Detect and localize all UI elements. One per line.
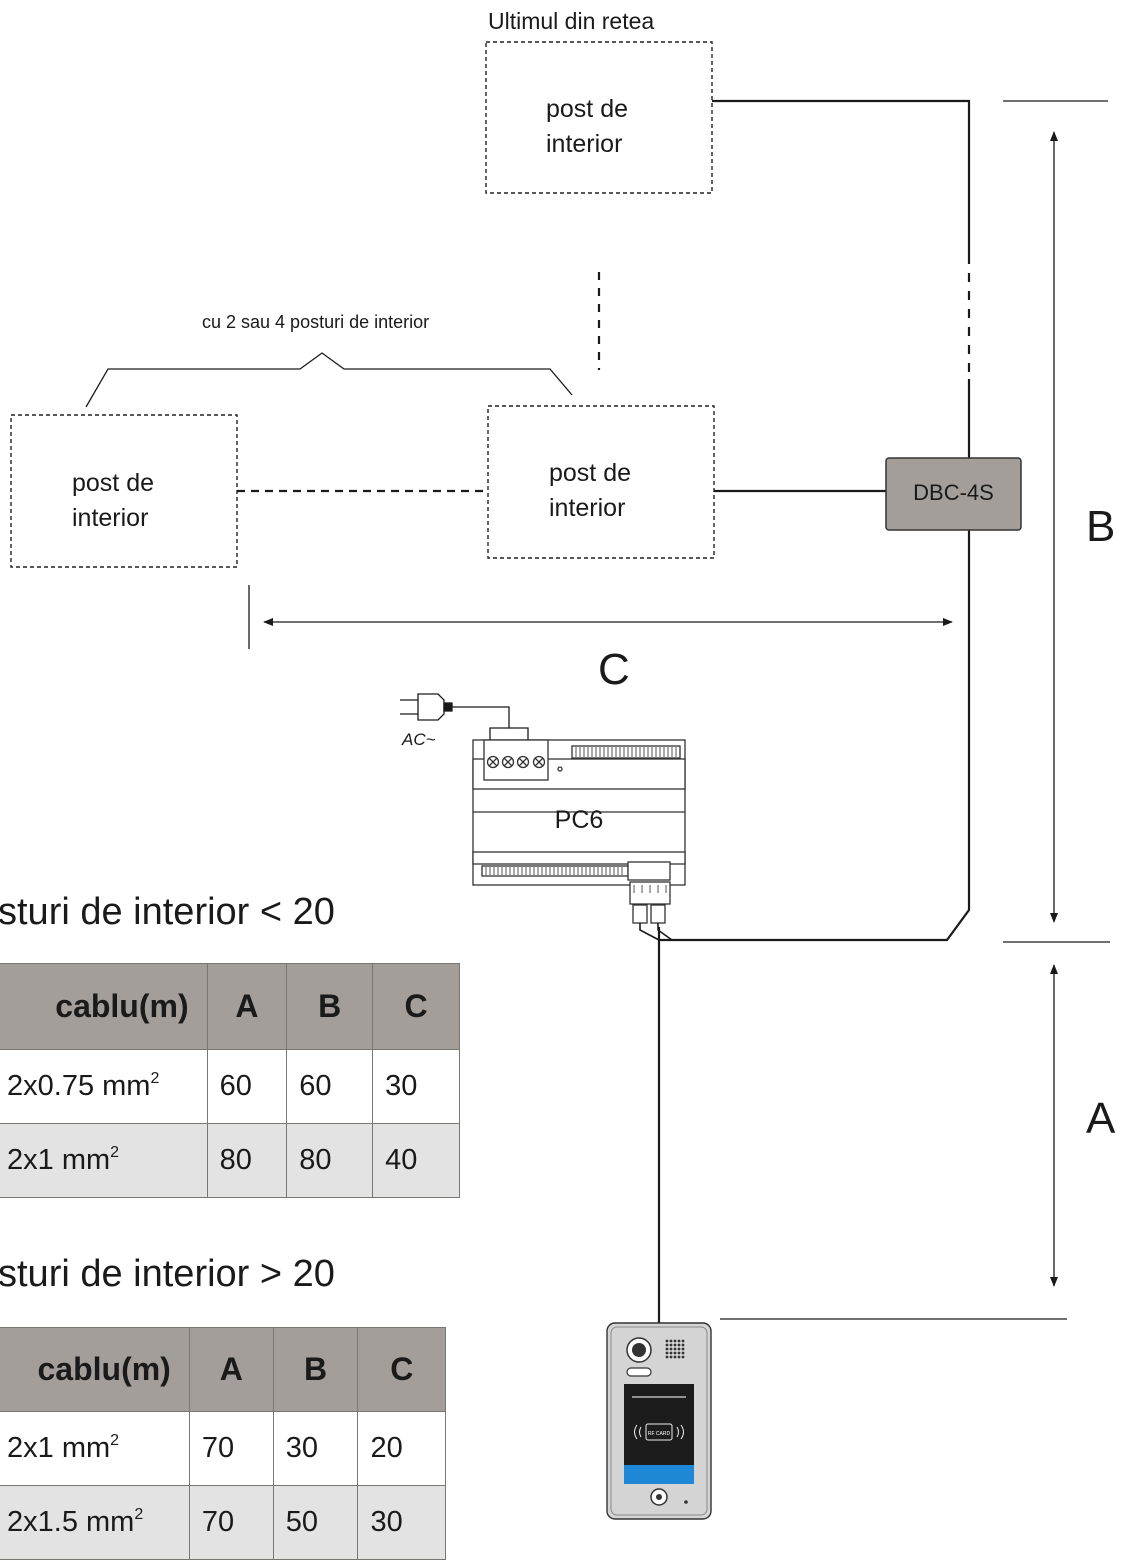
value-c: 30 bbox=[372, 1049, 460, 1124]
col-header-cable: cablu(m) bbox=[0, 1327, 190, 1412]
cable-cell: 2x1 mm2 bbox=[0, 1411, 190, 1486]
dimension-lines bbox=[248, 100, 1110, 1320]
col-header-c: C bbox=[357, 1327, 446, 1412]
wiring-diagram: RF CARD bbox=[10, 41, 1110, 1520]
table-row: 2x1.5 mm2 70 50 30 bbox=[0, 1485, 446, 1560]
value-c: 20 bbox=[357, 1411, 446, 1486]
value-a: 70 bbox=[188, 1485, 274, 1560]
value-a: 70 bbox=[188, 1411, 274, 1486]
ac-plug-icon bbox=[400, 693, 529, 741]
value-a: 80 bbox=[206, 1123, 288, 1198]
last-in-network-note: Ultimul din retea bbox=[488, 8, 655, 34]
group-note: cu 2 sau 4 posturi de interior bbox=[202, 312, 430, 332]
value-c: 40 bbox=[372, 1123, 460, 1198]
distributor-label: DBC-4S bbox=[913, 480, 994, 505]
power-supply-vents bbox=[485, 747, 677, 893]
power-supply-pc6 bbox=[472, 739, 686, 924]
indoor-station-last-label: post de interior bbox=[502, 92, 716, 162]
indoor-label-line2: interior bbox=[546, 130, 623, 158]
indoor-label-line2: interior bbox=[549, 494, 626, 522]
col-header-c: C bbox=[372, 963, 460, 1050]
value-b: 30 bbox=[272, 1411, 359, 1486]
cable-table-under-20: cablu(m) A B C 2x0.75 mm2 60 60 30 2x1 m… bbox=[0, 963, 460, 1198]
col-header-b: B bbox=[286, 963, 374, 1050]
cable-cell: 2x0.75 mm2 bbox=[0, 1049, 208, 1124]
cable-table-over-20: cablu(m) A B C 2x1 mm2 70 30 20 2x1.5 mm… bbox=[0, 1327, 446, 1560]
table-row: 2x0.75 mm2 60 60 30 bbox=[0, 1049, 460, 1124]
col-header-a: A bbox=[188, 1327, 274, 1412]
speaker-grille bbox=[665, 1339, 685, 1359]
dimension-a-label: A bbox=[1086, 1094, 1116, 1143]
table-2-heading: sturi de interior > 20 bbox=[0, 1253, 335, 1295]
table-row: 2x1 mm2 70 30 20 bbox=[0, 1411, 446, 1486]
dimension-c-label: C bbox=[598, 645, 630, 694]
power-supply-output-wires bbox=[639, 923, 673, 941]
outdoor-card-label: RF CARD bbox=[648, 1431, 671, 1437]
table-header-row: cablu(m) A B C bbox=[0, 963, 460, 1050]
bus-wiring bbox=[657, 99, 971, 1323]
col-header-cable: cablu(m) bbox=[0, 963, 208, 1050]
indoor-station-right-label: post de interior bbox=[549, 456, 719, 526]
value-a: 60 bbox=[206, 1049, 288, 1124]
power-supply-label: PC6 bbox=[554, 806, 604, 834]
indoor-label-line2: interior bbox=[72, 504, 149, 532]
outdoor-panel bbox=[606, 1322, 712, 1520]
cable-cell: 2x1.5 mm2 bbox=[0, 1485, 190, 1560]
table-row: 2x1 mm2 80 80 40 bbox=[0, 1123, 460, 1198]
col-header-b: B bbox=[272, 1327, 359, 1412]
ac-label: AC~ bbox=[402, 730, 436, 749]
value-b: 80 bbox=[286, 1123, 374, 1198]
dimension-b-label: B bbox=[1086, 502, 1116, 551]
indoor-station-right-box bbox=[487, 405, 715, 559]
cable-cell: 2x1 mm2 bbox=[0, 1123, 208, 1198]
rf-signal-icon bbox=[634, 1424, 684, 1440]
indoor-label-line1: post de bbox=[549, 459, 632, 487]
value-c: 30 bbox=[357, 1485, 446, 1560]
table-header-row: cablu(m) A B C bbox=[0, 1327, 446, 1412]
col-header-a: A bbox=[206, 963, 288, 1050]
value-b: 60 bbox=[286, 1049, 374, 1124]
indoor-station-last-box bbox=[485, 41, 713, 194]
group-brace bbox=[85, 352, 573, 408]
indoor-label-line1: post de bbox=[72, 469, 155, 497]
distributor-box bbox=[885, 457, 1022, 531]
indoor-station-left-label: post de interior bbox=[72, 466, 242, 536]
indoor-label-line1: post de bbox=[546, 95, 629, 123]
table-1-heading: sturi de interior < 20 bbox=[0, 891, 335, 933]
value-b: 50 bbox=[272, 1485, 359, 1560]
